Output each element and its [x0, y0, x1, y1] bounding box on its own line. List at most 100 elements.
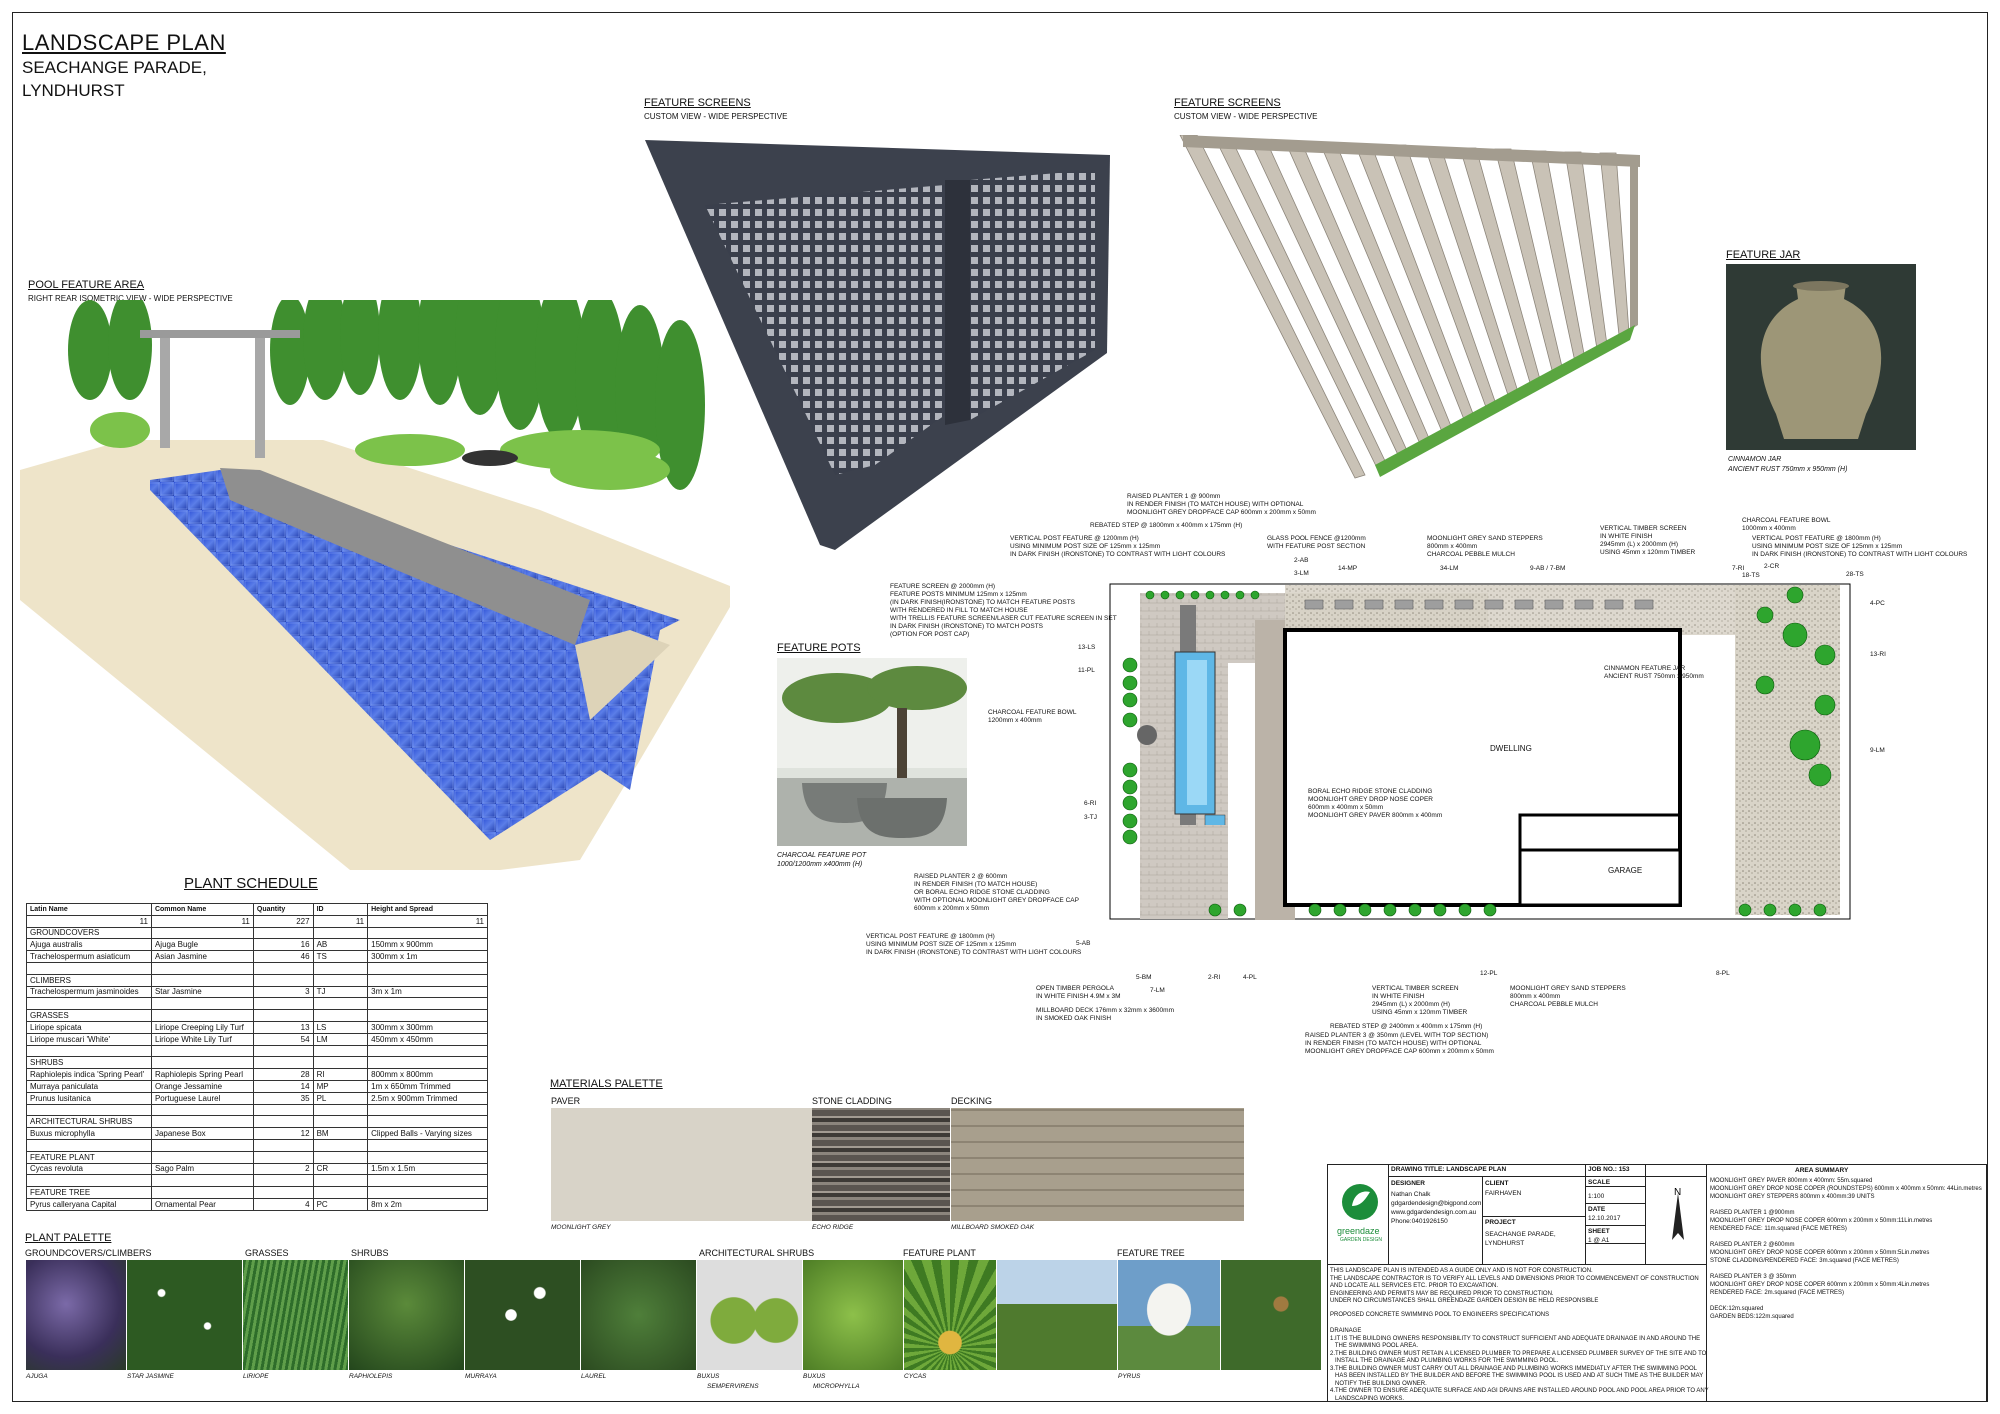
palette-buxus-sempervirens-image: [697, 1260, 802, 1370]
tb-area-head: AREA SUMMARY: [1795, 1167, 1849, 1174]
tag: 6-RI: [1084, 800, 1097, 807]
palette-pyrus-image: [1118, 1260, 1220, 1370]
schedule-cell: [150, 926, 254, 940]
schedule-cell: [367, 1150, 488, 1164]
schedule-cell: [367, 997, 488, 1011]
table-row: [26, 1174, 488, 1188]
schedule-cell: [312, 1186, 369, 1199]
pool-render-image: [20, 300, 730, 870]
decking-swatch: [951, 1108, 1244, 1221]
tag: 9-LM: [1870, 747, 1885, 754]
schedule-cell: [367, 926, 488, 940]
material-caption: MILLBOARD SMOKED OAK: [951, 1224, 1035, 1231]
schedule-cell: 1m x 650mm Trimmed: [367, 1079, 488, 1093]
table-row: [26, 1044, 488, 1058]
schedule-cell: 450mm x 450mm: [367, 1032, 488, 1046]
schedule-cell: AB: [312, 938, 369, 952]
table-row: [26, 1138, 488, 1152]
schedule-cell: Ornamental Pear: [150, 1197, 254, 1211]
tb-job-no: JOB NO.: 153: [1588, 1166, 1630, 1173]
tb-project: SEACHANGE PARADE, LYNDHURST: [1485, 1231, 1556, 1247]
tag: 13-LS: [1078, 644, 1096, 651]
material-caption: MOONLIGHT GREY: [551, 1224, 611, 1231]
palette-buxus-microphylla-image: [803, 1260, 903, 1370]
schedule-cell: Ajuga australis: [26, 938, 152, 952]
tag: 28-TS: [1846, 571, 1864, 578]
tag: 3-LM: [1294, 570, 1309, 577]
schedule-cell: 150mm x 900mm: [367, 938, 488, 952]
plan-dwelling-label: DWELLING: [1490, 744, 1532, 753]
tb-date: 12.10.2017: [1588, 1215, 1621, 1222]
schedule-cell: [367, 1009, 488, 1022]
note-cinnamon-jar: CINNAMON FEATURE JAR ANCIENT RUST 750mm …: [1604, 665, 1704, 680]
schedule-cell: TS: [312, 950, 369, 963]
schedule-cell: Raphiolepis indica 'Spring Pearl': [26, 1068, 152, 1081]
schedule-cell: [252, 1009, 314, 1022]
schedule-header-cell: Common Name: [150, 903, 254, 916]
schedule-cell: LS: [312, 1020, 369, 1034]
page-title: LANDSCAPE PLAN: [22, 30, 226, 55]
schedule-cell: LM: [312, 1032, 369, 1046]
tag: 5-BM: [1136, 974, 1152, 981]
palette-caption: AJUGA: [26, 1373, 48, 1380]
tb-drainage: DRAINAGE 1.IT IS THE BUILDING OWNERS RES…: [1330, 1328, 1709, 1402]
schedule-cell: 12: [252, 1127, 314, 1140]
feature-screen-timber-image: [1179, 135, 1640, 479]
schedule-cell: Buxus microphylla: [26, 1127, 152, 1140]
plan-garage-label: GARAGE: [1608, 866, 1643, 875]
schedule-cell: [252, 973, 314, 987]
schedule-cell: [312, 1009, 369, 1022]
plant-palette-title: PLANT PALETTE: [25, 1232, 112, 1244]
schedule-cell: [252, 1103, 314, 1117]
schedule-cell: 1.5m x 1.5m: [367, 1162, 488, 1176]
tag: 7-RI: [1732, 565, 1745, 572]
north-arrow-icon: N: [1672, 1187, 1684, 1240]
palette-caption: CYCAS: [904, 1373, 927, 1380]
schedule-cell: RI: [312, 1068, 369, 1081]
schedule-cell: MP: [312, 1079, 369, 1093]
note-steppers-1: MOONLIGHT GREY SAND STEPPERS 800mm x 400…: [1427, 535, 1543, 558]
schedule-header-cell: ID: [312, 903, 369, 916]
schedule-cell: [150, 973, 254, 987]
note-charcoal-bowl-1: CHARCOAL FEATURE BOWL 1000mm x 400mm: [1742, 517, 1831, 532]
page-subtitle-2: LYNDHURST: [22, 81, 125, 100]
tag: 5-AB: [1076, 940, 1091, 947]
schedule-cell: [312, 997, 369, 1011]
tag: 11-PL: [1078, 667, 1095, 674]
schedule-cell: [367, 1115, 488, 1129]
schedule-count-cell: 11: [150, 914, 254, 928]
schedule-cell: 8m x 2m: [367, 1197, 488, 1211]
table-row: FEATURE PLANT: [26, 1150, 488, 1164]
note-vertical-post-1800-b: VERTICAL POST FEATURE @ 1800mm (H) USING…: [866, 933, 1082, 956]
feature-screen-trellis-image: [645, 140, 1110, 550]
tb-designer: Nathan Chalk gdgardendesign@bigpond.com …: [1391, 1191, 1482, 1225]
drawing-sheet: [12, 12, 1988, 1402]
plant-schedule-title: PLANT SCHEDULE: [184, 875, 318, 892]
schedule-cell: [150, 1174, 254, 1188]
schedule-cell: ARCHITECTURAL SHRUBS: [26, 1115, 152, 1129]
material-caption: ECHO RIDGE: [812, 1224, 854, 1231]
schedule-cell: 2: [252, 1162, 314, 1176]
note-stone-cladding: BORAL ECHO RIDGE STONE CLADDING MOONLIGH…: [1308, 788, 1443, 819]
stone-cladding-swatch: [812, 1108, 950, 1221]
screen1-subtitle: CUSTOM VIEW - WIDE PERSPECTIVE: [644, 112, 788, 121]
table-row: Liriope muscari 'White'Liriope White Lil…: [26, 1032, 488, 1046]
note-vertical-post-1800-a: VERTICAL POST FEATURE @ 1800mm (H) USING…: [1752, 535, 1968, 558]
table-row: [26, 1103, 488, 1117]
palette-laurel-image: [581, 1260, 696, 1370]
schedule-cell: [252, 997, 314, 1011]
schedule-count-cell: 11: [312, 914, 369, 928]
schedule-cell: [26, 1174, 152, 1188]
note-pergola: OPEN TIMBER PERGOLA IN WHITE FINISH 4.9M…: [1036, 985, 1121, 1000]
note-rebated-step-1: REBATED STEP @ 1800mm x 400mm x 175mm (H…: [1090, 522, 1243, 529]
schedule-count-cell: 11: [26, 914, 152, 928]
schedule-cell: Asian Jasmine: [150, 950, 254, 963]
note-charcoal-bowl-2: CHARCOAL FEATURE BOWL 1200mm x 400mm: [988, 709, 1077, 724]
pool-view-title: POOL FEATURE AREA: [28, 279, 145, 291]
note-timber-screen-2: VERTICAL TIMBER SCREEN IN WHITE FINISH 2…: [1372, 985, 1468, 1016]
palette-star-jasmine-image: [127, 1260, 242, 1370]
tag: 7-LM: [1150, 987, 1165, 994]
material-head: STONE CLADDING: [812, 1096, 892, 1106]
schedule-cell: Cycas revoluta: [26, 1162, 152, 1176]
